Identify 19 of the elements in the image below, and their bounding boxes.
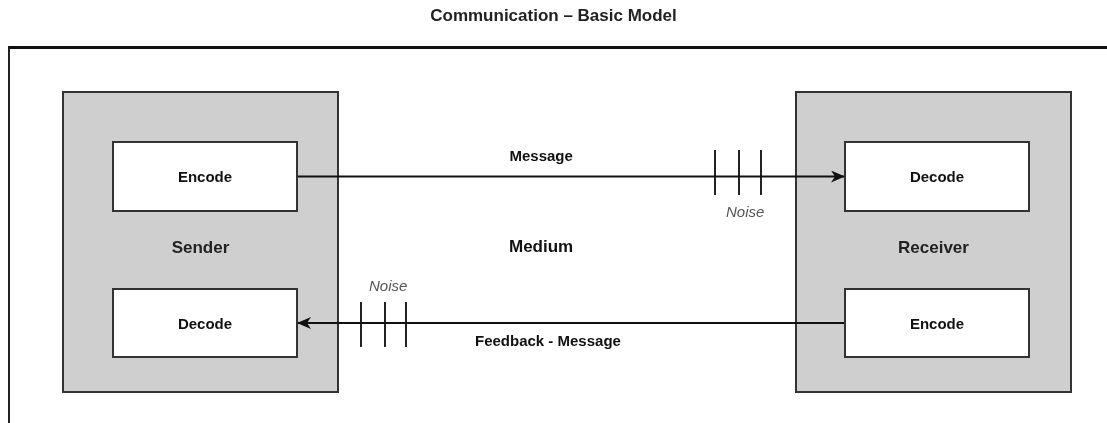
box-label: Encode xyxy=(177,168,233,185)
process-box xyxy=(112,141,298,212)
diagram-title: Communication – Basic Model xyxy=(429,6,678,26)
group-panel xyxy=(62,91,339,393)
group-panel xyxy=(795,91,1072,393)
medium-label: Medium xyxy=(509,237,574,257)
box-label: Decode xyxy=(909,168,965,185)
frame-border xyxy=(8,46,1107,423)
group-label: Receiver xyxy=(897,238,970,258)
process-box xyxy=(844,141,1030,212)
arrow xyxy=(297,317,845,329)
noise-label: Noise xyxy=(369,276,408,294)
box-label: Decode xyxy=(177,314,233,332)
process-box xyxy=(112,288,298,358)
box-label: Encode xyxy=(909,314,965,332)
process-box xyxy=(844,288,1030,358)
group-label: Sender xyxy=(170,238,231,258)
arrow xyxy=(297,170,845,183)
noise-label: Noise xyxy=(726,202,765,220)
